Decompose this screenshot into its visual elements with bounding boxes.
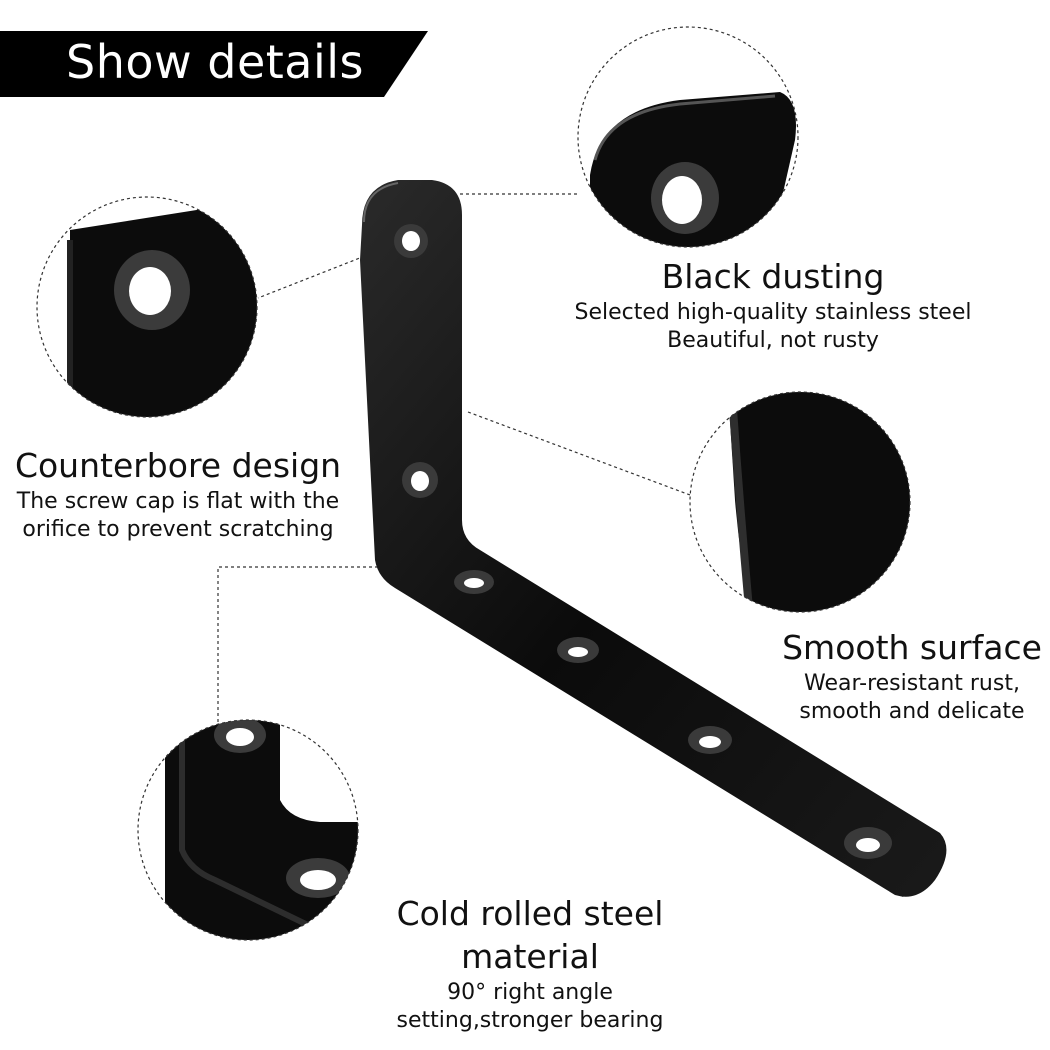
bracket-hole: [394, 224, 428, 258]
bracket-hole: [402, 462, 438, 498]
bracket-hole: [844, 827, 892, 859]
caption-title: Smooth surface: [782, 628, 1042, 667]
banner-title: Show details: [66, 35, 364, 89]
caption-title: Black dusting: [661, 257, 885, 296]
show-details-banner: Show details: [0, 31, 428, 97]
caption-line: Beautiful, not rusty: [667, 328, 879, 354]
caption-line: Selected high-quality stainless steel: [574, 299, 972, 325]
banner-background: [0, 31, 428, 97]
zoom-circle-cold-rolled: [137, 719, 359, 941]
zoom-circle-counterbore: [36, 196, 258, 418]
caption-line: Wear-resistant rust,: [804, 670, 1020, 696]
caption-cold-rolled: Cold rolled steel material 90° right ang…: [330, 893, 730, 1036]
bracket-hole: [688, 726, 732, 754]
caption-line: The screw cap is flat with the: [16, 488, 340, 514]
caption-counterbore: Counterbore design The screw cap is flat…: [0, 445, 356, 545]
zoom-circle-smooth-surface: [689, 391, 911, 613]
caption-title: Cold rolled steel material: [396, 894, 664, 976]
angle-bracket: [360, 180, 947, 897]
caption-title: Counterbore design: [14, 446, 342, 485]
zoom-circle-black-dusting: [577, 26, 799, 248]
caption-line: 90° right angle: [447, 979, 613, 1005]
caption-line: smooth and delicate: [799, 699, 1025, 725]
caption-smooth-surface: Smooth surface Wear-resistant rust, smoo…: [780, 627, 1044, 727]
bracket-hole: [454, 570, 494, 594]
caption-line: setting,stronger bearing: [396, 1008, 664, 1034]
bracket-hole: [557, 637, 599, 663]
caption-black-dusting: Black dusting Selected high-quality stai…: [553, 256, 993, 356]
caption-line: orifice to prevent scratching: [22, 517, 334, 543]
